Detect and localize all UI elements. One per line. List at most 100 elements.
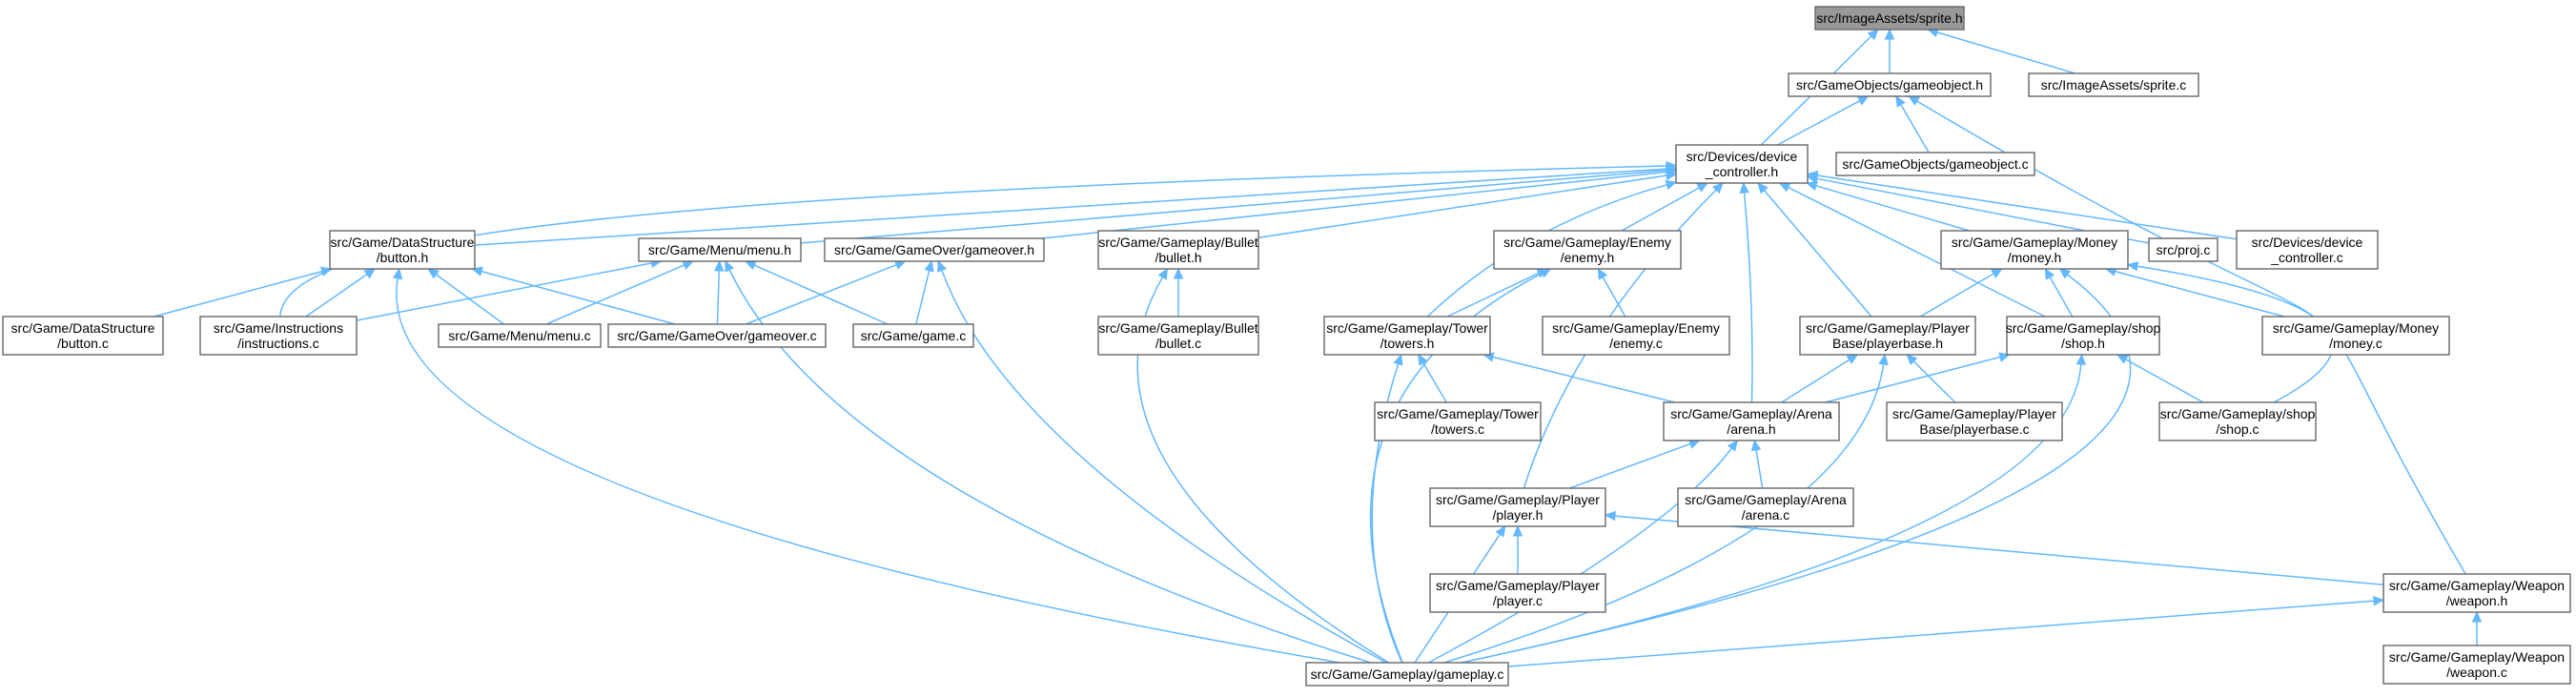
node-box[interactable]	[2382, 573, 2571, 613]
edge-line	[1763, 190, 1872, 318]
node-button_h[interactable]: src/Game/DataStructure/button.h	[329, 230, 476, 270]
edge-line	[1569, 442, 1691, 489]
node-box[interactable]	[638, 237, 802, 262]
node-box[interactable]	[2006, 316, 2160, 356]
node-box[interactable]	[1835, 152, 2035, 176]
node-box[interactable]	[438, 323, 602, 348]
node-box[interactable]	[607, 323, 827, 348]
node-box[interactable]	[1788, 72, 1992, 97]
node-box[interactable]	[1305, 662, 1509, 687]
node-playerbase_c[interactable]: src/Game/Gameplay/PlayerBase/playerbase.…	[1886, 401, 2063, 441]
node-box[interactable]	[2158, 401, 2317, 441]
node-box[interactable]	[852, 323, 974, 348]
node-box[interactable]	[1799, 316, 1976, 356]
node-weapon_c[interactable]: src/Game/Gameplay/Weapon/weapon.c	[2382, 645, 2571, 685]
edge-line	[1825, 356, 2001, 403]
node-towers_c[interactable]: src/Game/Gameplay/Tower/towers.c	[1374, 401, 1542, 441]
node-gameobject_h[interactable]: src/GameObjects/gameobject.h	[1788, 72, 1992, 97]
node-shop_h[interactable]: src/Game/Gameplay/shop/shop.h	[2006, 316, 2161, 356]
node-box[interactable]	[1323, 316, 1491, 356]
edge-line	[1492, 356, 1675, 403]
node-weapon_h[interactable]: src/Game/Gameplay/Weapon/weapon.h	[2382, 573, 2571, 613]
node-bullet_c[interactable]: src/Game/Gameplay/Bullet/bullet.c	[1097, 316, 1259, 356]
node-money_h[interactable]: src/Game/Gameplay/Money/money.h	[1940, 230, 2129, 270]
node-device_controller_h[interactable]: src/Devices/device_controller.h	[1675, 144, 1809, 184]
edge-instructions_c-to-button_h	[305, 268, 377, 318]
edge-button_c-to-button_h	[153, 266, 333, 318]
node-playerbase_h[interactable]: src/Game/Gameplay/PlayerBase/playerbase.…	[1799, 316, 1976, 356]
node-bullet_h[interactable]: src/Game/Gameplay/Bullet/bullet.h	[1097, 230, 1259, 270]
node-box[interactable]	[1097, 230, 1259, 270]
edge-arrowhead	[714, 259, 725, 272]
node-box[interactable]	[1814, 6, 1965, 31]
node-box[interactable]	[1097, 316, 1259, 356]
node-button_c[interactable]: src/Game/DataStructure/button.c	[2, 316, 164, 356]
node-box[interactable]	[1663, 401, 1840, 441]
node-sprite_c[interactable]: src/ImageAssets/sprite.c	[2028, 72, 2199, 97]
node-menu_c[interactable]: src/Game/Menu/menu.c	[438, 323, 602, 348]
node-gameobject_c[interactable]: src/GameObjects/gameobject.c	[1835, 152, 2035, 176]
node-label: src/Game/Gameplay/Money	[2273, 320, 2439, 336]
node-arena_c[interactable]: src/Game/Gameplay/Arena/arena.c	[1677, 487, 1854, 527]
node-shop_c[interactable]: src/Game/Gameplay/shop/shop.c	[2158, 401, 2317, 441]
node-label: src/Game/Gameplay/Tower	[1326, 320, 1488, 336]
node-arena_h[interactable]: src/Game/Gameplay/Arena/arena.h	[1663, 401, 1840, 441]
node-label: src/proj.c	[2157, 242, 2211, 257]
node-box[interactable]	[2236, 230, 2379, 270]
node-box[interactable]	[1675, 144, 1809, 184]
nodes-layer: src/ImageAssets/sprite.h src/GameObjects/…	[2, 6, 2571, 687]
node-gameplay_c[interactable]: src/Game/Gameplay/gameplay.c	[1305, 662, 1509, 687]
node-box[interactable]	[1677, 487, 1854, 527]
node-box[interactable]	[2, 316, 164, 356]
node-box[interactable]	[824, 237, 1045, 262]
node-player_c[interactable]: src/Game/Gameplay/Player/player.c	[1429, 573, 1606, 613]
node-game_c[interactable]: src/Game/game.c	[852, 323, 974, 348]
edge-line	[1815, 185, 1971, 232]
edge-arrowhead	[1806, 180, 1818, 191]
node-proj_c[interactable]: src/proj.c	[2148, 237, 2218, 262]
node-label: /arena.h	[1727, 421, 1775, 437]
node-gameover_h[interactable]: src/Game/GameOver/gameover.h	[824, 237, 1045, 262]
node-box[interactable]	[2148, 237, 2218, 262]
node-enemy_c[interactable]: src/Game/Gameplay/Enemy/enemy.c	[1542, 316, 1730, 356]
node-label: src/Game/Gameplay/Weapon	[2389, 649, 2565, 665]
node-box[interactable]	[199, 316, 358, 356]
node-towers_h[interactable]: src/Game/Gameplay/Tower/towers.h	[1323, 316, 1491, 356]
node-sprite_h[interactable]: src/ImageAssets/sprite.h	[1814, 6, 1965, 31]
node-label: /weapon.h	[2446, 593, 2508, 608]
node-box[interactable]	[2028, 72, 2199, 97]
edge-money_h-to-device_controller_h	[1806, 180, 1971, 232]
edge-gameplay_c-to-button_h	[392, 267, 1340, 664]
node-box[interactable]	[1429, 487, 1606, 527]
edge-arrowhead	[1757, 182, 1768, 195]
node-player_h[interactable]: src/Game/Gameplay/Player/player.h	[1429, 487, 1606, 527]
edge-line	[1743, 192, 1753, 403]
node-box[interactable]	[1542, 316, 1730, 356]
edge-arrowhead	[2126, 261, 2139, 272]
node-label: /towers.h	[1380, 336, 1435, 351]
node-money_c[interactable]: src/Game/Gameplay/Money/money.c	[2261, 316, 2450, 356]
node-box[interactable]	[2261, 316, 2450, 356]
node-enemy_h[interactable]: src/Game/Gameplay/Enemy/enemy.h	[1493, 230, 1682, 270]
node-box[interactable]	[1429, 573, 1606, 613]
node-box[interactable]	[1493, 230, 1682, 270]
edge-line	[2049, 277, 2074, 318]
edge-arrowhead	[725, 259, 735, 273]
node-box[interactable]	[1374, 401, 1542, 441]
node-label: src/Game/Gameplay/Bullet	[1098, 320, 1257, 336]
node-device_controller_c[interactable]: src/Devices/device_controller.c	[2236, 230, 2379, 270]
node-box[interactable]	[1940, 230, 2129, 270]
node-label: src/Game/Gameplay/shop	[2160, 406, 2316, 421]
node-gameover_c[interactable]: src/Game/GameOver/gameover.c	[607, 323, 827, 348]
node-menu_h[interactable]: src/Game/Menu/menu.h	[638, 237, 802, 262]
edge-towers_h-to-enemy_h	[1446, 268, 1549, 318]
node-box[interactable]	[2382, 645, 2571, 685]
node-label: /arena.c	[1742, 507, 1790, 523]
node-instructions_c[interactable]: src/Game/Instructions/instructions.c	[199, 316, 358, 356]
edge-arrowhead	[924, 259, 934, 273]
edge-line	[153, 270, 323, 318]
edge-sprite_c-to-sprite_h	[1927, 27, 2075, 74]
node-box[interactable]	[329, 230, 476, 270]
node-box[interactable]	[1886, 401, 2063, 441]
edge-line	[396, 277, 1340, 664]
